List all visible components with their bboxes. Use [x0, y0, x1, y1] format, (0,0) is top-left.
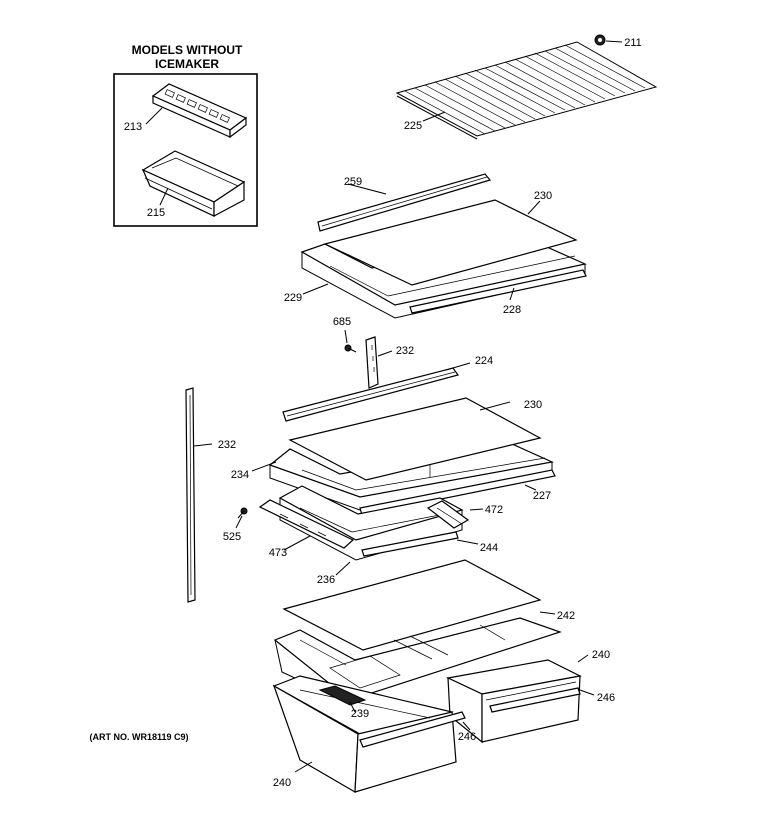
callout-224: 224: [475, 355, 493, 367]
crisper-pan-left: [272, 675, 466, 794]
inset-title-line2: ICEMAKER: [155, 57, 219, 71]
shelf-bracket-long-part: [185, 387, 196, 603]
shelf-bracket-upper-part: [365, 336, 379, 389]
callout-230-upper: 230: [534, 190, 552, 202]
callout-685: 685: [333, 316, 351, 328]
callout-240-left: 240: [273, 777, 291, 789]
callout-236: 236: [317, 574, 335, 586]
inset-frame: [113, 73, 258, 227]
screw-685-part: [344, 344, 357, 353]
ice-cube-tray-part: [151, 83, 248, 139]
callout-230-middle: 230: [524, 399, 542, 411]
crisper-cover-glass-part: [282, 559, 542, 651]
callout-242: 242: [557, 610, 575, 622]
art-number: (ART NO. WR18119 C9): [89, 732, 188, 742]
callout-213: 213: [124, 121, 142, 133]
callout-239: 239: [351, 708, 369, 720]
callout-259: 259: [344, 176, 362, 188]
knob-part: [594, 34, 606, 46]
callout-215: 215: [147, 207, 165, 219]
callout-234: 234: [231, 469, 249, 481]
callout-246-left: 246: [458, 731, 476, 743]
screw-525-part: [237, 507, 248, 519]
callout-472: 472: [485, 504, 503, 516]
ice-bucket-part: [141, 150, 246, 217]
crisper-pan-right: [446, 659, 582, 744]
callout-225: 225: [404, 120, 422, 132]
callout-229: 229: [284, 292, 302, 304]
wire-shelf-part: [395, 41, 658, 140]
callout-473: 473: [269, 547, 287, 559]
upper-shelf-assembly: [300, 173, 587, 319]
callout-246-right: 246: [597, 692, 615, 704]
callout-525: 525: [223, 531, 241, 543]
crisper-cover-frame-assembly: [258, 485, 470, 561]
callout-211: 211: [624, 37, 642, 49]
callout-228: 228: [503, 304, 521, 316]
inset-title-line1: MODELS WITHOUT: [132, 43, 243, 57]
callout-232-side: 232: [218, 439, 236, 451]
callout-232-bracket: 232: [396, 345, 414, 357]
callout-240-right: 240: [592, 649, 610, 661]
callout-244: 244: [480, 542, 498, 554]
icemaker-inset: MODELS WITHOUT ICEMAKER 213: [113, 43, 258, 227]
callout-227: 227: [533, 490, 551, 502]
